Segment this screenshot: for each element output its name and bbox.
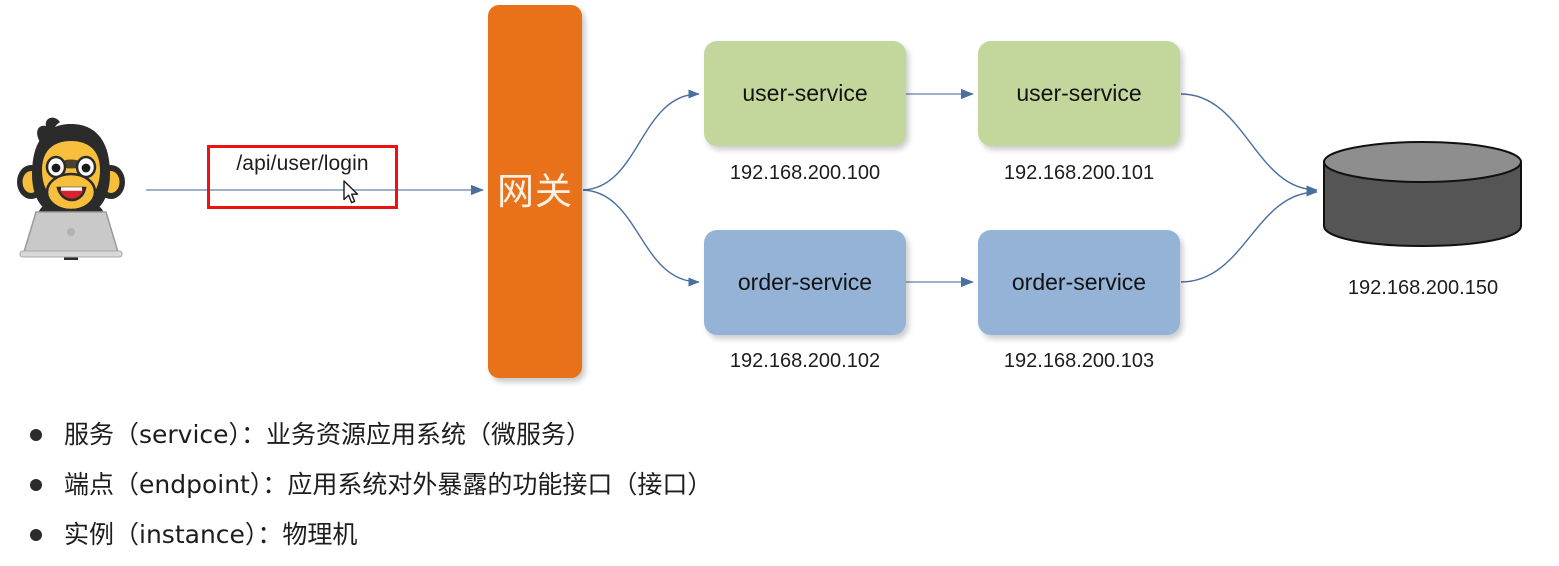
ip-label-user-service-1: 192.168.200.100 (729, 162, 881, 184)
gateway-node[interactable]: 网关 (488, 5, 582, 378)
list-item: 端点（endpoint）：应用系统对外暴露的功能接口（接口） (30, 465, 1130, 515)
bullet-dot-icon (30, 529, 42, 541)
node-label: user-service (1016, 80, 1142, 106)
ip-label-order-service-2: 192.168.200.103 (1003, 350, 1155, 372)
node-user-service-1[interactable]: user-service (704, 41, 906, 146)
client-actor (14, 112, 128, 260)
bullet-dot-icon (30, 479, 42, 491)
mouse-cursor (343, 180, 360, 205)
node-order-service-1[interactable]: order-service (704, 230, 906, 335)
gateway-label: 网关 (497, 169, 573, 213)
database-cylinder-icon (1323, 141, 1522, 248)
bullet-dot-icon (30, 429, 42, 441)
monkey-with-laptop-icon (17, 117, 125, 260)
legend-list: 服务（service）：业务资源应用系统（微服务） 端点（endpoint）：应… (30, 415, 1130, 565)
node-user-service-2[interactable]: user-service (978, 41, 1180, 146)
node-label: order-service (1011, 269, 1147, 295)
node-order-service-2[interactable]: order-service (978, 230, 1180, 335)
list-item: 服务（service）：业务资源应用系统（微服务） (30, 415, 1130, 465)
legend-item-text: 服务（service）：业务资源应用系统（微服务） (64, 420, 592, 449)
node-label: user-service (742, 80, 868, 106)
database-node[interactable] (1322, 140, 1523, 248)
endpoint-highlight-box (207, 145, 398, 209)
list-item: 实例（instance）：物理机 (30, 515, 1130, 565)
node-label: order-service (737, 269, 873, 295)
legend-item-text: 实例（instance）：物理机 (64, 520, 358, 549)
ip-label-user-service-2: 192.168.200.101 (1003, 162, 1155, 184)
ip-label-database: 192.168.200.150 (1347, 277, 1499, 299)
ip-label-order-service-1: 192.168.200.102 (729, 350, 881, 372)
endpoint-path-label: /api/user/login (236, 152, 369, 175)
legend-item-text: 端点（endpoint）：应用系统对外暴露的功能接口（接口） (64, 470, 713, 499)
